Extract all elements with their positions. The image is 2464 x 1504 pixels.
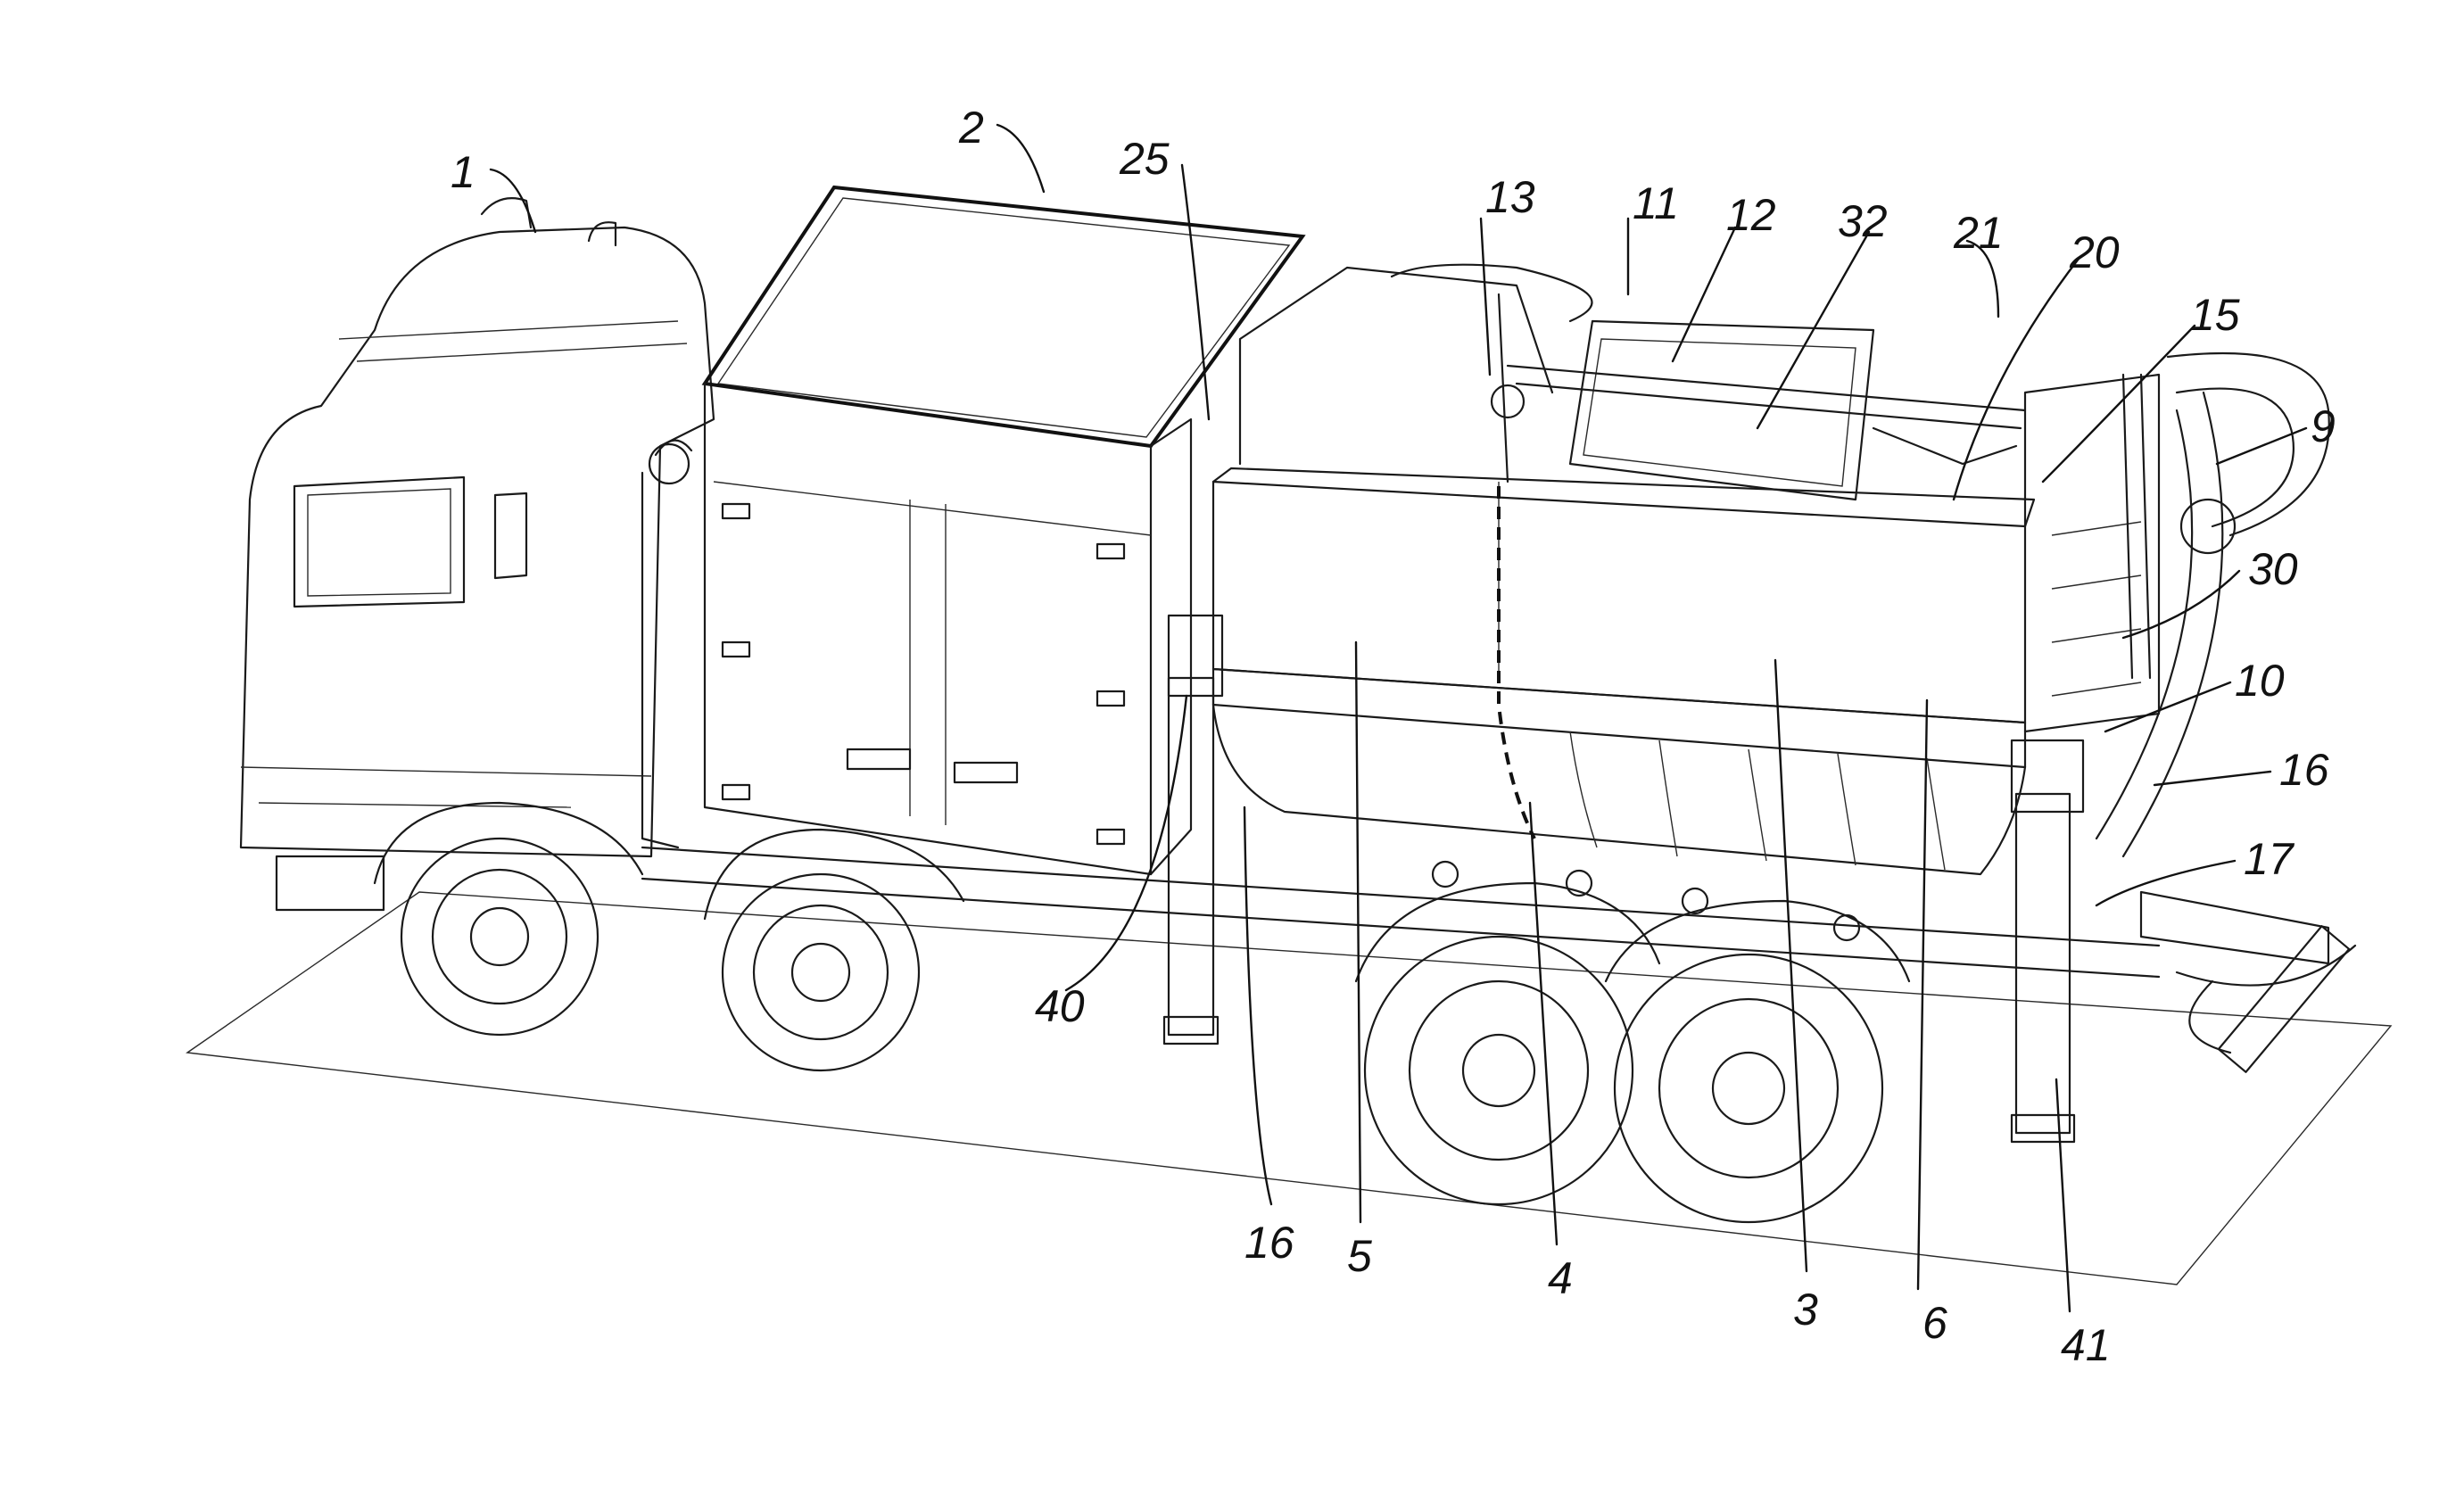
label-17: 17: [2244, 834, 2295, 884]
label-41: 41: [2061, 1320, 2111, 1370]
label-32: 32: [1838, 196, 1888, 246]
rear-section: [2025, 353, 2355, 1072]
label-25: 25: [1119, 134, 1170, 184]
label-6: 6: [1922, 1298, 1947, 1348]
label-16-right: 16: [2279, 745, 2329, 795]
label-3: 3: [1793, 1285, 1818, 1335]
label-20: 20: [2069, 227, 2120, 277]
label-10: 10: [2235, 656, 2285, 706]
label-21: 21: [1953, 208, 2004, 258]
label-2: 2: [958, 103, 984, 153]
label-1: 1: [451, 147, 475, 197]
label-4: 4: [1548, 1253, 1573, 1303]
hopper-container: [1213, 265, 2034, 874]
rear-wheels: [1356, 862, 1909, 1222]
label-11: 11: [1633, 178, 1679, 228]
label-12: 12: [1726, 190, 1776, 240]
label-5: 5: [1347, 1231, 1372, 1281]
chassis-frame: [642, 847, 2159, 977]
support-legs: [1164, 616, 2083, 1142]
label-40: 40: [1035, 981, 1085, 1031]
label-16-left: 16: [1244, 1218, 1294, 1268]
label-9: 9: [2311, 401, 2336, 451]
label-15: 15: [2190, 290, 2240, 340]
label-30: 30: [2248, 544, 2298, 594]
label-13: 13: [1485, 172, 1535, 222]
front-wheels: [375, 803, 963, 1070]
